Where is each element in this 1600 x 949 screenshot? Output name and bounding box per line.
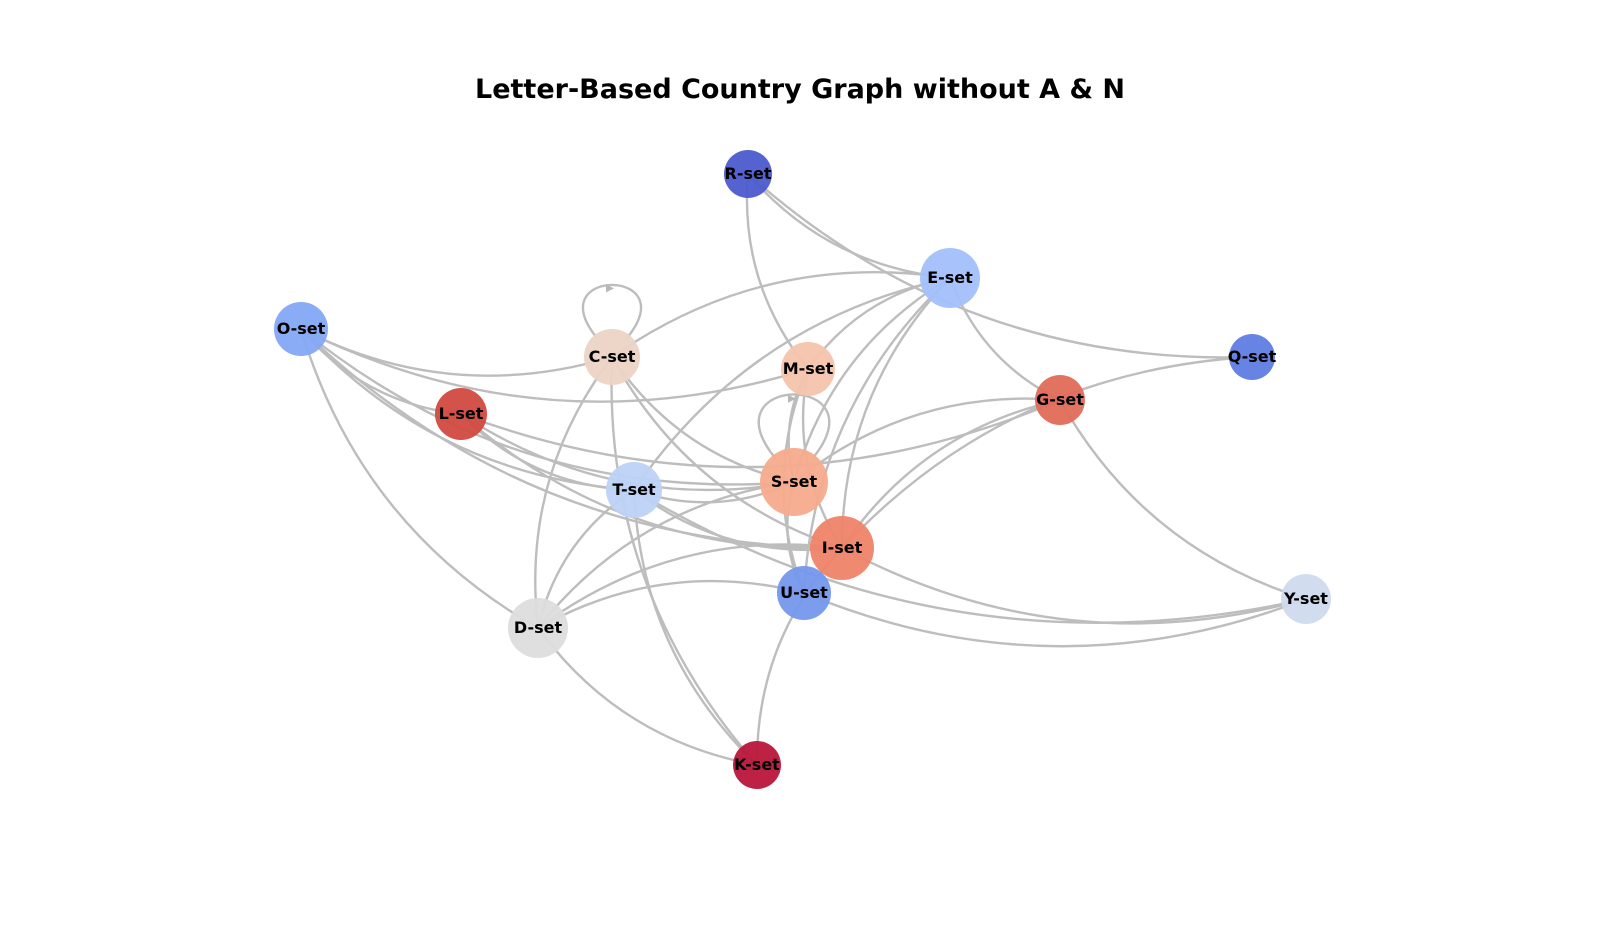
node-y-circle [1281,574,1331,624]
edge-C-I [610,355,844,550]
edge-E-I [840,276,952,550]
node-i-circle [810,516,874,580]
edge-C-D [534,355,614,630]
node-e-circle [920,248,980,308]
edge-U-D [536,579,806,630]
node-d-set[interactable]: D-set [508,598,568,658]
node-u-set[interactable]: U-set [777,566,831,620]
edge-arrow-C-C [606,284,614,293]
edge-I-Y [840,546,1308,625]
node-g-set[interactable]: G-set [1035,375,1085,425]
node-t-label: T-set [612,480,656,499]
node-y-label: Y-set [1283,589,1328,608]
node-k-label: K-set [734,755,780,774]
edge-I-D [536,543,844,630]
node-g-label: G-set [1036,390,1084,409]
edge-D-K [536,626,759,767]
edge-U-Y [802,591,1308,648]
edge-O-I [299,327,844,550]
edge-C-C [581,283,643,339]
node-m-label: M-set [783,359,834,378]
edge-O-C [299,327,614,377]
edge-G-I [840,398,1062,550]
edge-L-I [459,412,844,550]
edge-T-Y [632,488,1308,624]
node-k-set[interactable]: K-set [733,741,781,789]
edge-O-D [299,327,540,630]
node-c-circle [584,329,640,385]
edge-L-G [459,398,1062,469]
edge-R-E [746,172,952,280]
node-l-set[interactable]: L-set [435,388,487,440]
node-l-label: L-set [439,404,484,423]
node-m-set[interactable]: M-set [781,342,835,396]
edge-S-S [757,393,831,460]
node-e-set[interactable]: E-set [920,248,980,308]
edge-O-M [299,327,810,403]
node-g-circle [1035,375,1085,425]
node-m-circle [781,342,835,396]
node-r-set[interactable]: R-set [724,150,772,198]
edge-O-S [299,327,796,486]
node-d-label: D-set [514,618,563,637]
graph-title: Letter-Based Country Graph without A & N [475,74,1125,105]
edge-E-C [610,270,952,359]
node-r-circle [724,150,772,198]
node-t-set[interactable]: T-set [606,462,662,518]
node-r-label: R-set [725,164,772,183]
edge-G-Y [1058,398,1308,601]
edge-S-D [536,480,796,630]
edge-G-S [792,397,1062,484]
node-o-circle [274,302,328,356]
edge-arrow-S-S [788,394,796,403]
edge-Q-I [840,355,1254,550]
node-q-circle [1229,334,1275,380]
node-q-set[interactable]: Q-set [1228,334,1277,380]
node-i-label: I-set [822,538,863,557]
edge-E-T [632,276,952,492]
node-y-set[interactable]: Y-set [1281,574,1331,624]
node-o-label: O-set [277,319,326,338]
node-q-label: Q-set [1228,347,1277,366]
node-t-circle [606,462,662,518]
node-c-set[interactable]: C-set [584,329,640,385]
node-l-circle [435,388,487,440]
node-k-circle [733,741,781,789]
edge-T-K [632,488,759,767]
node-s-label: S-set [771,472,818,491]
node-u-circle [777,566,831,620]
edge-C-K [610,355,759,767]
node-e-label: E-set [927,268,973,287]
node-u-label: U-set [780,583,828,602]
node-i-set[interactable]: I-set [810,516,874,580]
edge-R-Q [746,172,1254,359]
node-d-circle [508,598,568,658]
node-s-set[interactable]: S-set [760,448,828,516]
node-s-circle [760,448,828,516]
node-c-label: C-set [589,347,636,366]
node-o-set[interactable]: O-set [274,302,328,356]
